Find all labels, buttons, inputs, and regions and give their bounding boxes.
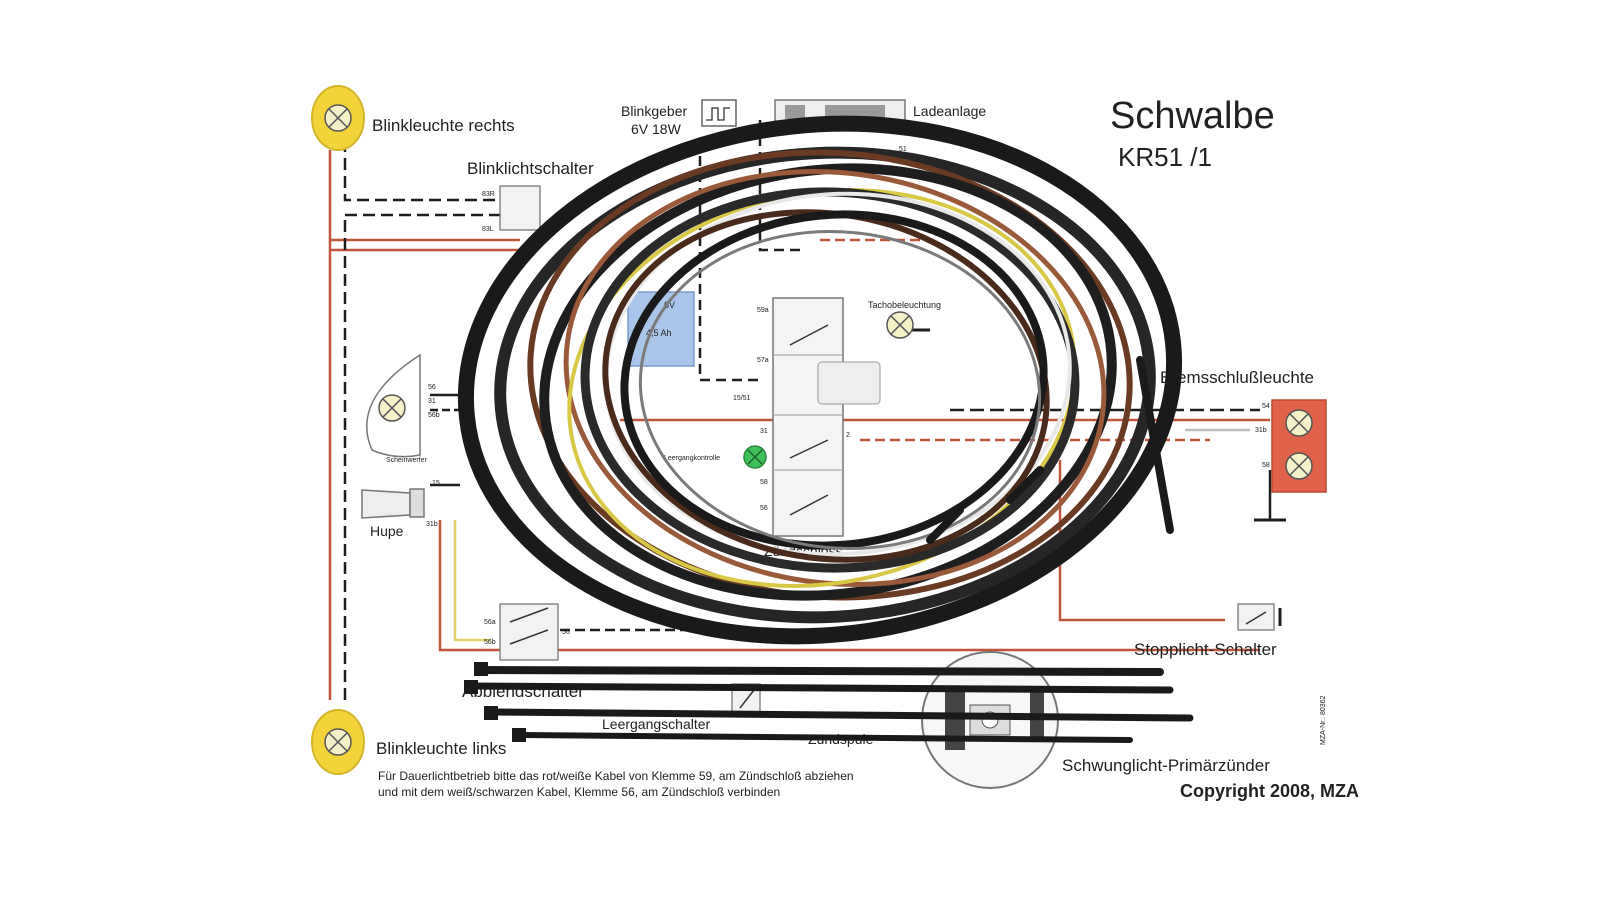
headlight-icon: [366, 353, 421, 458]
note-line-1: Für Dauerlichtbetrieb bitte das rot/weiß…: [378, 769, 854, 783]
blinkgeber-label: Blinkgeber: [621, 103, 687, 119]
terminal-31b-tail: 31b: [1255, 427, 1267, 434]
blinker-right-label: Blinkleuchte rechts: [372, 116, 515, 135]
blinker-right-icon: [311, 85, 365, 151]
terminal-83r: 83R: [482, 191, 495, 198]
terminal-58-zs: 58: [760, 479, 768, 486]
terminal-31-zs: 31: [760, 428, 768, 435]
battery-ah: 4,5 Ah: [646, 328, 672, 338]
terminal-51: 51: [899, 146, 907, 153]
terminal-59a: 59a: [757, 307, 769, 314]
horn-label: Hupe: [370, 523, 404, 539]
diagram-title: Schwalbe: [1110, 95, 1275, 137]
terminal-56b-head: 56b: [428, 412, 440, 419]
terminal-56-dim: 56: [562, 629, 570, 636]
blinkgeber-spec: 6V 18W: [631, 121, 682, 137]
wiring-harness-image: [457, 115, 1183, 645]
terminal-58-tail: 58: [1262, 462, 1270, 469]
terminal-56b-dim: 56b: [484, 639, 496, 646]
blinker-left-icon: [311, 709, 365, 775]
terminal-83l: 83L: [482, 226, 494, 233]
ignition-switch-icon: [772, 297, 844, 537]
terminal-15-horn: 15: [432, 480, 440, 487]
battery-volt: 6V: [664, 300, 675, 310]
diagram-model: KR51 /1: [1118, 142, 1212, 172]
brake-switch-label: Stopplicht-Schalter: [1134, 640, 1277, 659]
terminal-56-head: 56: [428, 384, 436, 391]
horn-icon: [361, 488, 425, 519]
dimmer-switch-icon: [499, 603, 559, 661]
note-line-2: und mit dem weiß/schwarzen Kabel, Klemme…: [378, 785, 780, 799]
turn-switch-icon: [499, 185, 541, 231]
terminal-56-zs: 56: [760, 505, 768, 512]
terminal-1551: 15/51: [733, 395, 751, 402]
tacho-light-label: Tachobeleuchtung: [868, 300, 941, 310]
blinkschalter-label: Blinklichtschalter: [467, 159, 594, 178]
neutral-indicator-label: Leergangkontrolle: [664, 455, 720, 462]
tacho-light-icon: [886, 311, 914, 339]
terminal-31b-horn: 31b: [426, 521, 438, 528]
cable-ties-image: [464, 662, 1194, 743]
terminal-2-zs: 2: [846, 432, 850, 439]
mza-number: MZA-Nr.: 80362: [1320, 695, 1327, 745]
terminal-54: 54: [1262, 403, 1270, 410]
headlight-label: Scheinwerfer: [386, 457, 428, 464]
blinker-left-label: Blinkleuchte links: [376, 739, 506, 758]
ladeanlage-label: Ladeanlage: [913, 103, 986, 119]
tail-light-label: Bremsschlußleuchte: [1160, 368, 1314, 387]
flasher-relay-icon: [701, 99, 737, 127]
brake-switch-icon: [1237, 603, 1282, 631]
neutral-indicator-icon: [743, 445, 767, 469]
neutral-switch-label: Leergangschalter: [602, 716, 711, 732]
tail-light-icon: [1271, 399, 1327, 493]
terminal-31-head: 31: [428, 398, 436, 405]
terminal-57a: 57a: [757, 357, 769, 364]
copyright-text: Copyright 2008, MZA: [1180, 781, 1359, 801]
magneto-label: Schwunglicht-Primärzünder: [1062, 756, 1270, 775]
terminal-56a-dim: 56a: [484, 619, 496, 626]
